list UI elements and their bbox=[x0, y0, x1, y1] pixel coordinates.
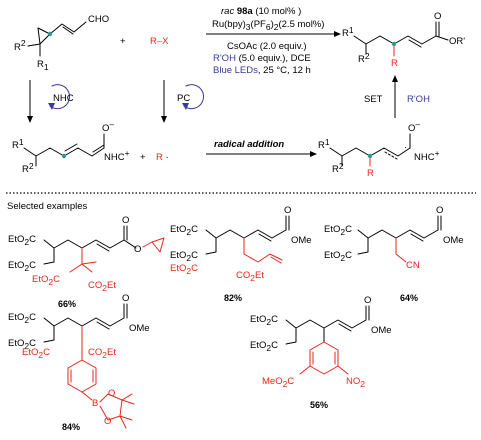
ex1-co2et-a: EtO2C bbox=[8, 234, 36, 247]
catalyst-line: rac 98a (10 mol% ) bbox=[221, 6, 301, 17]
ex1-co2et-c: EtO2C bbox=[32, 274, 60, 287]
radical-addition-label: radical addition bbox=[214, 139, 284, 150]
example-4: EtO2C EtO2C O OMe EtO2C CO2Et B O O 84% bbox=[8, 293, 150, 432]
example-3: EtO2C EtO2C O OMe CN 64% bbox=[324, 205, 464, 303]
rad-r1: R1 bbox=[318, 137, 330, 151]
ex2-ome: OMe bbox=[291, 235, 312, 246]
selected-examples-label: Selected examples bbox=[7, 201, 88, 212]
pc-label: PC bbox=[177, 93, 190, 104]
cho-label: CHO bbox=[88, 14, 109, 25]
ex2-o: O bbox=[284, 205, 291, 216]
light-line: Blue LEDs, 25 °C, 12 h bbox=[213, 65, 311, 76]
teal-dot bbox=[61, 153, 67, 159]
ex5-meo2c: MeO2C bbox=[262, 376, 294, 389]
ex3-o: O bbox=[436, 205, 443, 216]
ex2-co2et-c: EtO2C bbox=[170, 263, 198, 276]
ex5-ome: OMe bbox=[371, 325, 392, 336]
yield-3: 64% bbox=[400, 293, 418, 303]
conditions: rac 98a (10 mol% ) Ru(bpy)3(PF6)2(2.5 mo… bbox=[206, 6, 341, 76]
ex5-co2et-a: EtO2C bbox=[250, 314, 278, 327]
plus-sign: + bbox=[120, 36, 126, 47]
yield-1: 66% bbox=[58, 299, 76, 309]
ex1-co2et-b: EtO2C bbox=[8, 260, 36, 273]
example-1: EtO2C EtO2C O O EtO2C CO2Et 66% bbox=[8, 215, 165, 309]
teal-dot bbox=[367, 153, 373, 159]
ex4-o-b: O bbox=[104, 416, 111, 427]
inter-o: O– bbox=[102, 119, 114, 134]
radical-r: R · bbox=[156, 152, 169, 163]
ex1-o2: O bbox=[134, 244, 141, 255]
example-5: EtO2C EtO2C O OMe MeO2C NO2 56% bbox=[250, 295, 392, 410]
ex4-ome: OMe bbox=[129, 323, 150, 334]
rad-dot: · bbox=[404, 142, 407, 153]
ex3-co2et-a: EtO2C bbox=[324, 224, 352, 237]
inter-r1: R1 bbox=[12, 137, 24, 151]
nhc-label: NHC bbox=[53, 93, 74, 104]
ex4-o: O bbox=[122, 293, 129, 304]
ex5-no2: NO2 bbox=[346, 376, 365, 389]
plus-sign-2: + bbox=[140, 152, 146, 163]
ex4-co2et-c: EtO2C bbox=[22, 347, 50, 360]
rad-o: O– bbox=[408, 119, 420, 134]
ex4-co2et-a: EtO2C bbox=[8, 312, 36, 325]
example-2: EtO2C EtO2C O OMe EtO2C CO2Et 82% bbox=[170, 205, 312, 303]
roh-label: R'OH bbox=[407, 94, 430, 105]
teal-dot bbox=[47, 31, 53, 37]
product-r1: R1 bbox=[342, 25, 354, 39]
rad-r2: R2 bbox=[332, 161, 344, 175]
ex4-co2et-b: EtO2C bbox=[8, 338, 36, 351]
nhc-arrow: NHC bbox=[27, 80, 74, 123]
starting-enal: CHO R2 R1 bbox=[14, 14, 109, 72]
radical-addition-arrow: radical addition bbox=[206, 139, 317, 157]
product-r2: R2 bbox=[358, 51, 370, 65]
r1-label: R1 bbox=[37, 59, 49, 72]
ex2-co2et-a: EtO2C bbox=[170, 224, 198, 237]
dienolate-intermediate: R1 R2 O– NHC+ bbox=[12, 119, 130, 175]
photocatalyst-line: Ru(bpy)3(PF6)2(2.5 mol%) bbox=[212, 19, 324, 32]
product-o: O bbox=[434, 11, 441, 22]
ex1-co2et-d: CO2Et bbox=[88, 280, 116, 293]
product: R1 R2 O OR' R bbox=[342, 11, 465, 69]
pc-arrow: PC bbox=[161, 80, 204, 123]
rx-label: R–X bbox=[150, 36, 169, 47]
radical-intermediate: R1 R2 O– · NHC+ R bbox=[318, 119, 440, 179]
ex3-co2et-b: EtO2C bbox=[324, 250, 352, 263]
ex4-o-a: O bbox=[108, 388, 115, 399]
rad-r: R bbox=[367, 168, 374, 179]
yield-5: 56% bbox=[310, 400, 328, 410]
ex5-o: O bbox=[364, 295, 371, 306]
ex4-co2et-d: CO2Et bbox=[88, 347, 116, 360]
inter-r2: R2 bbox=[22, 161, 34, 175]
set-arrow: SET R'OH bbox=[364, 75, 430, 118]
ex2-co2et-d: CO2Et bbox=[236, 270, 264, 283]
yield-4: 84% bbox=[62, 422, 80, 432]
teal-dot bbox=[391, 41, 397, 47]
ex1-o: O bbox=[122, 215, 129, 226]
ex2-co2et-b: EtO2C bbox=[170, 250, 198, 263]
r2-label: R2 bbox=[14, 38, 26, 53]
alcohol-line: R'OH (5.0 equiv.), DCE bbox=[213, 53, 311, 64]
inter-nhc: NHC+ bbox=[104, 148, 130, 163]
ex3-cn: CN bbox=[406, 260, 420, 271]
product-or: OR' bbox=[449, 36, 465, 47]
set-label: SET bbox=[364, 94, 383, 105]
rad-nhc: NHC+ bbox=[414, 148, 440, 163]
product-r: R bbox=[391, 58, 398, 69]
yield-2: 82% bbox=[224, 293, 242, 303]
ex5-co2et-b: EtO2C bbox=[250, 340, 278, 353]
ex3-ome: OMe bbox=[443, 235, 464, 246]
base-line: CsOAc (2.0 equiv.) bbox=[227, 41, 307, 52]
ex4-b: B bbox=[92, 398, 98, 409]
